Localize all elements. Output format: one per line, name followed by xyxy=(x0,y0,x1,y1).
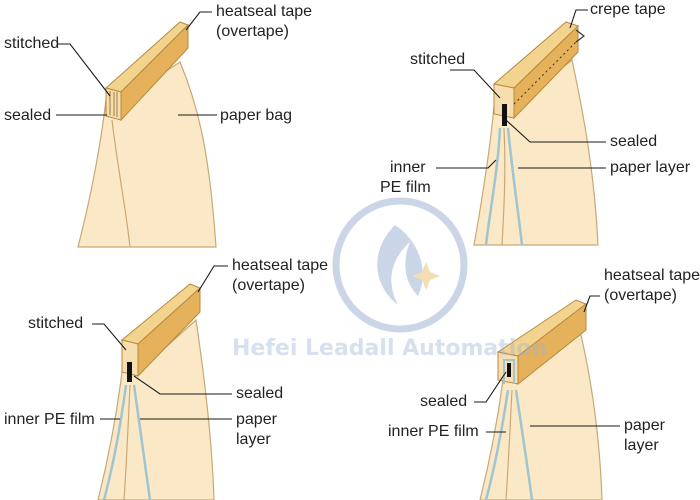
sealed-label: sealed xyxy=(420,393,467,410)
heatseal-tape-end xyxy=(121,339,139,377)
pe-film-label: inner PE film xyxy=(388,423,479,440)
pe-film-strand xyxy=(506,127,524,246)
tape-label-sub: (overtape) xyxy=(216,23,289,40)
tape-label: heatseal tape xyxy=(232,257,328,274)
pe-film-label-sub: PE film xyxy=(380,179,431,196)
tape-label-sub: (overtape) xyxy=(604,287,677,304)
paper-layer-line xyxy=(123,384,131,500)
paper-bag-label: paper bag xyxy=(220,107,292,124)
sealed-leader xyxy=(474,371,507,403)
stitch-dotted-line xyxy=(513,39,579,105)
stitched-leader xyxy=(450,69,501,99)
paper-layer-line xyxy=(501,127,506,246)
paper-bag-body xyxy=(479,320,603,500)
tape-leader xyxy=(197,265,228,293)
tape-label: crepe tape xyxy=(590,1,666,18)
stitched-label: stitched xyxy=(4,35,59,52)
tape-label: heatseal tape xyxy=(604,267,700,284)
sealed-label: sealed xyxy=(4,107,51,124)
sealed-label: sealed xyxy=(610,133,657,150)
pe-film-leader xyxy=(436,159,497,169)
tape-leader xyxy=(185,11,212,31)
pe-film-strand xyxy=(132,384,152,500)
pe-film-label: inner xyxy=(390,159,426,176)
sealed-leader xyxy=(505,119,606,143)
pe-film-label: inner PE film xyxy=(4,411,95,428)
stitched-label: stitched xyxy=(410,51,465,68)
tape-leader xyxy=(583,295,600,313)
panel-top-right: crepe tape stitched sealed inner PE film… xyxy=(380,1,691,246)
folded-pe-film xyxy=(503,359,515,384)
stitched-label: stitched xyxy=(28,315,83,332)
watermark-ring xyxy=(332,197,468,333)
panel-bottom-left: heatseal tape (overtape) stitched sealed… xyxy=(4,257,328,500)
flame-star-logo-icon xyxy=(377,225,423,305)
paper-layer-label-sub: layer xyxy=(236,431,271,448)
sealed-mark xyxy=(127,362,132,382)
stitched-leader xyxy=(92,323,127,351)
sealed-mark xyxy=(507,363,511,377)
sealed-label: sealed xyxy=(236,385,283,402)
tape-label-sub: (overtape) xyxy=(232,277,305,294)
pe-film-strand xyxy=(102,384,128,500)
bag-fold-line xyxy=(111,119,131,248)
watermark-text: Hefei Leadall Automation xyxy=(232,336,547,361)
paper-layer-label-sub: layer xyxy=(624,437,659,454)
crepe-edge-icon xyxy=(575,29,585,43)
paper-layer-label: paper xyxy=(624,417,666,434)
panel-bottom-right: heatseal tape (overtape) sealed inner PE… xyxy=(388,267,700,500)
tape-leader xyxy=(569,9,588,29)
crepe-tape-end xyxy=(493,83,515,119)
pe-film-strand xyxy=(514,389,534,500)
sparkle-icon xyxy=(412,262,440,290)
panel-top-left: heatseal tape (overtape) stitched sealed… xyxy=(4,3,312,248)
stitched-leader xyxy=(58,43,111,97)
watermark: Hefei Leadall Automation xyxy=(232,197,547,361)
pe-film-strand xyxy=(484,127,502,246)
paper-layer-label: paper xyxy=(236,411,278,428)
sealed-mark xyxy=(502,104,507,126)
paper-layer-label: paper layer xyxy=(610,159,691,176)
paper-layer-line xyxy=(505,389,513,500)
tape-label: heatseal tape xyxy=(216,3,312,20)
pe-film-strand xyxy=(484,389,510,500)
sealed-leader xyxy=(133,375,232,395)
